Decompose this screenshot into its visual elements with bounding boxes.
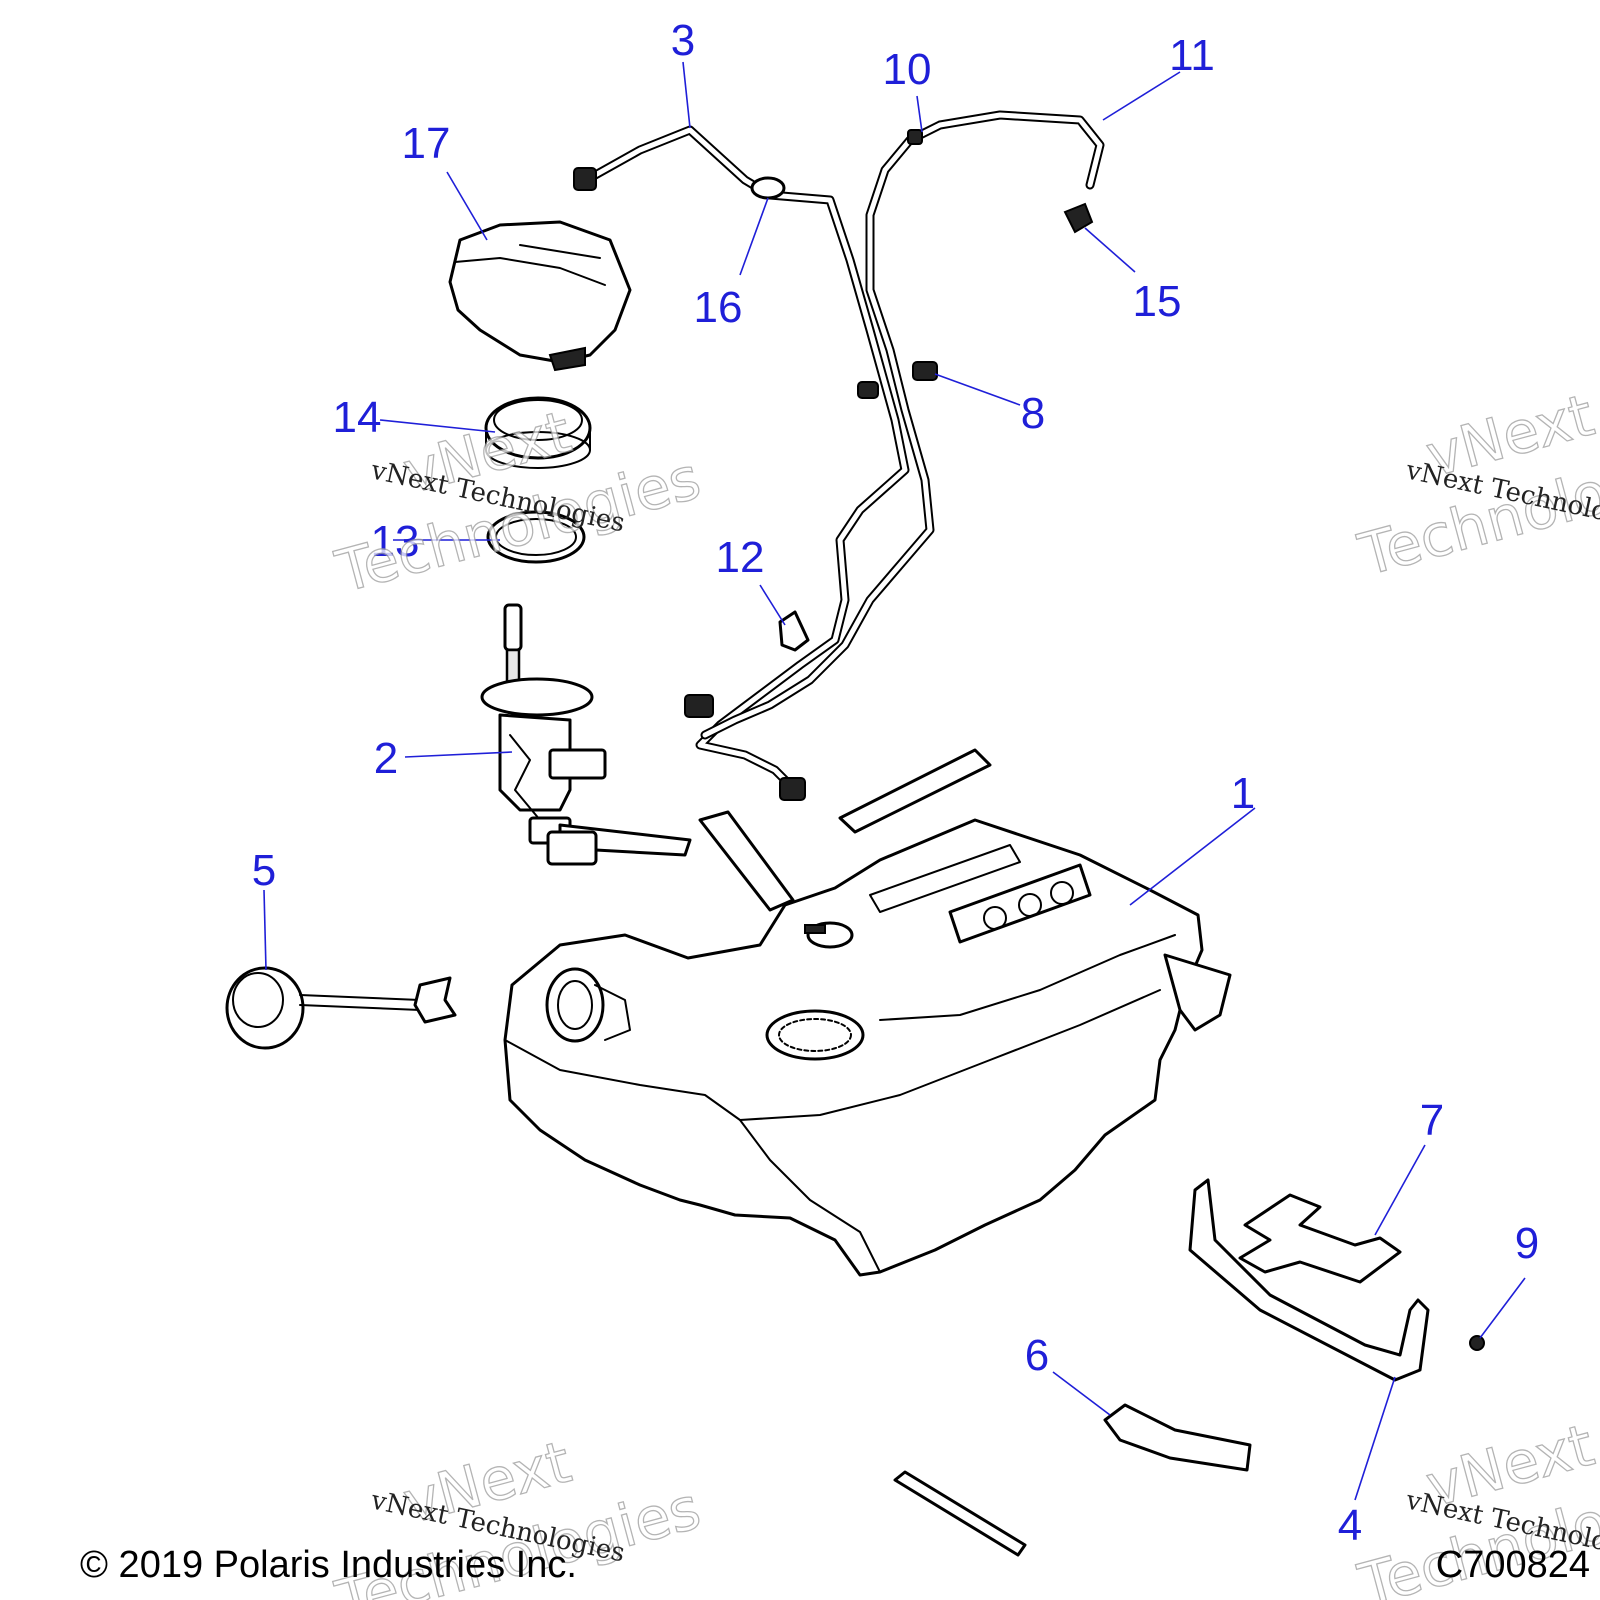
- fuel-pump-assembly: [480, 603, 692, 866]
- leader-lines: [263, 61, 1526, 1501]
- callout-1: 1: [1231, 769, 1255, 818]
- callout-3: 3: [671, 16, 695, 65]
- lock-ring: [484, 396, 592, 469]
- callout-6: 6: [1025, 1331, 1049, 1380]
- callout-labels: 1 2 3 4 5 6 7 8 9 10 11 12 13 14 15 16 1…: [252, 16, 1539, 1550]
- callout-15: 15: [1133, 277, 1182, 326]
- fuel-tank: [503, 818, 1232, 1277]
- bottom-pad: [893, 1403, 1252, 1557]
- callout-16: 16: [694, 283, 743, 332]
- callout-5: 5: [252, 846, 276, 895]
- callout-8: 8: [1021, 389, 1045, 438]
- callout-17: 17: [402, 119, 451, 168]
- callout-10: 10: [883, 45, 932, 94]
- tank-pads: [698, 748, 992, 912]
- seal-ring: [486, 510, 586, 564]
- callout-2: 2: [374, 734, 398, 783]
- copyright-text: © 2019 Polaris Industries Inc.: [80, 1544, 577, 1586]
- tank-strap: [1188, 1178, 1430, 1382]
- fuel-lines: [573, 110, 1105, 801]
- diagram-code: C700824: [1436, 1544, 1590, 1586]
- callout-11: 11: [1169, 31, 1215, 80]
- fuel-cap: [225, 966, 457, 1050]
- callout-12: 12: [716, 533, 765, 582]
- callout-7: 7: [1420, 1096, 1444, 1145]
- pump-cover: [448, 220, 632, 372]
- callout-13: 13: [371, 517, 420, 566]
- strap-bolt: [1469, 1335, 1485, 1351]
- strap-pad: [1238, 1193, 1402, 1284]
- callout-14: 14: [333, 393, 382, 442]
- callout-4: 4: [1338, 1501, 1362, 1550]
- callout-9: 9: [1515, 1219, 1539, 1268]
- hose-clips: [778, 202, 1094, 652]
